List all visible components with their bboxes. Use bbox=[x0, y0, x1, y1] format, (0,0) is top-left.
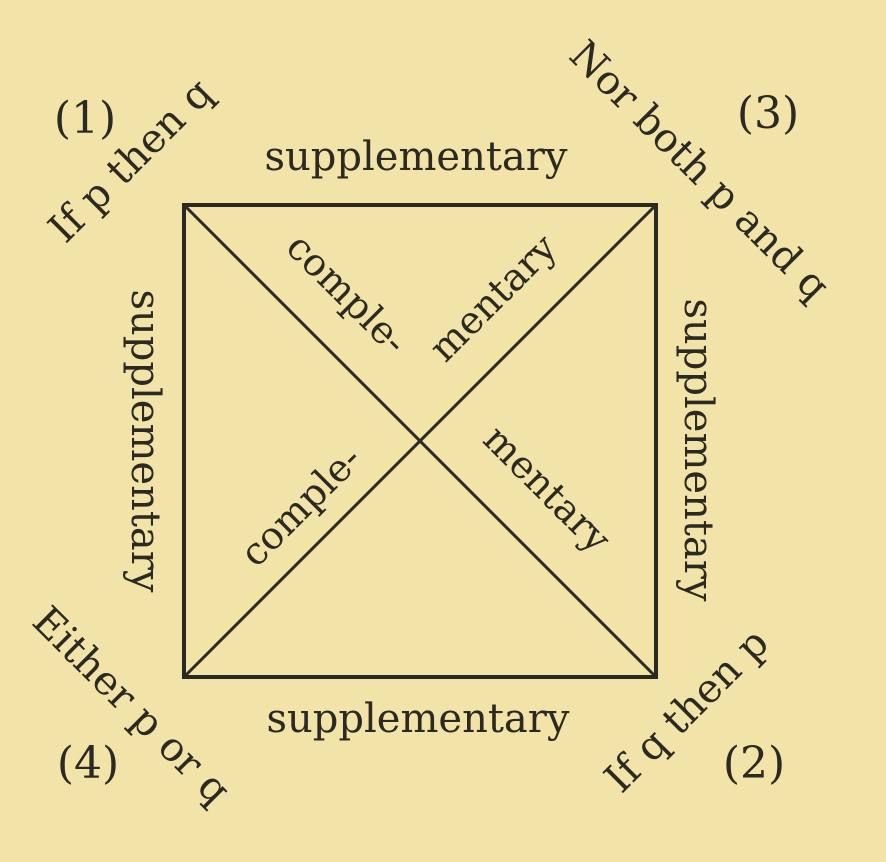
edge-label-top: supplementary bbox=[265, 134, 568, 180]
corner-number-1: (1) bbox=[54, 93, 116, 144]
proposition-3: Nor both p and q bbox=[560, 32, 838, 310]
diagonal-label-upper-right: mentary bbox=[420, 225, 565, 370]
corner-number-2: (2) bbox=[723, 738, 785, 789]
square-frame bbox=[182, 203, 658, 679]
diagonal-label-lower-right: mentary bbox=[475, 416, 620, 561]
diagonal-label-upper-left: comple- bbox=[278, 225, 417, 364]
edge-label-left: supplementary bbox=[122, 290, 168, 593]
corner-number-3: (3) bbox=[737, 88, 799, 139]
edge-label-right: supplementary bbox=[675, 299, 721, 602]
proposition-4: Either p or q bbox=[23, 598, 239, 814]
diagonal-tr-bl bbox=[182, 203, 658, 679]
corner-number-4: (4) bbox=[57, 738, 119, 789]
diagonal-label-lower-left: comple- bbox=[232, 437, 371, 576]
edge-label-bottom: supplementary bbox=[267, 696, 570, 742]
